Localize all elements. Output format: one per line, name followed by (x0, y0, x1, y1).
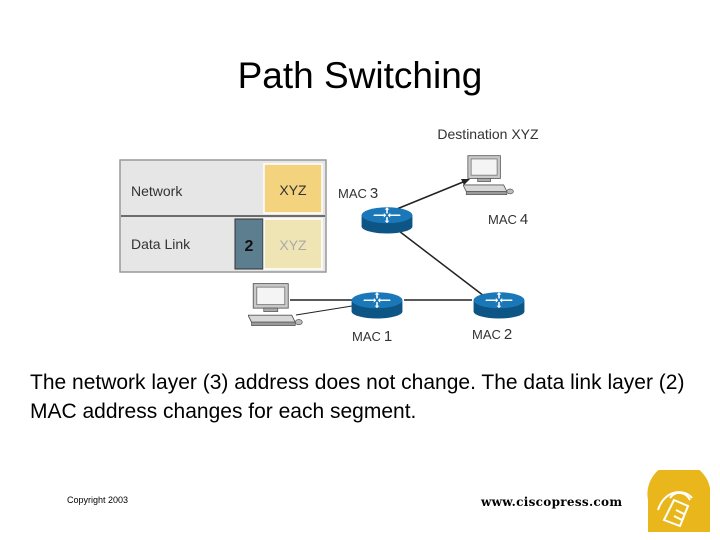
slide-title: Path Switching (237, 55, 483, 96)
destination-pc-icon (463, 155, 514, 196)
router-bottom-left-icon (350, 291, 404, 320)
datalink-layer-badge (234, 218, 264, 270)
network-links (290, 179, 485, 316)
network-address-cell (263, 163, 323, 214)
site-url: www.ciscopress.com (481, 495, 623, 509)
slide-caption: The network layer (3) address does not c… (30, 371, 685, 423)
path-switching-diagram: Network XYZ Data Link 2 XYZ Destination … (119, 126, 539, 345)
layer-table: Network XYZ Data Link 2 XYZ (119, 159, 327, 273)
cisco-press-logo-icon (647, 470, 710, 532)
datalink-layer-label: Data Link (131, 236, 191, 252)
router-bottom-right-icon (472, 291, 526, 320)
datalink-address-value: XYZ (279, 237, 307, 253)
network-layer-label: Network (131, 183, 183, 199)
destination-label: Destination XYZ (437, 126, 539, 142)
copyright-text: Copyright 2003 (67, 495, 129, 505)
network-address-value: XYZ (279, 182, 307, 198)
router-top-icon (360, 206, 414, 235)
datalink-layer-number: 2 (245, 238, 254, 255)
source-pc-icon (248, 283, 303, 327)
datalink-address-cell (263, 218, 323, 270)
